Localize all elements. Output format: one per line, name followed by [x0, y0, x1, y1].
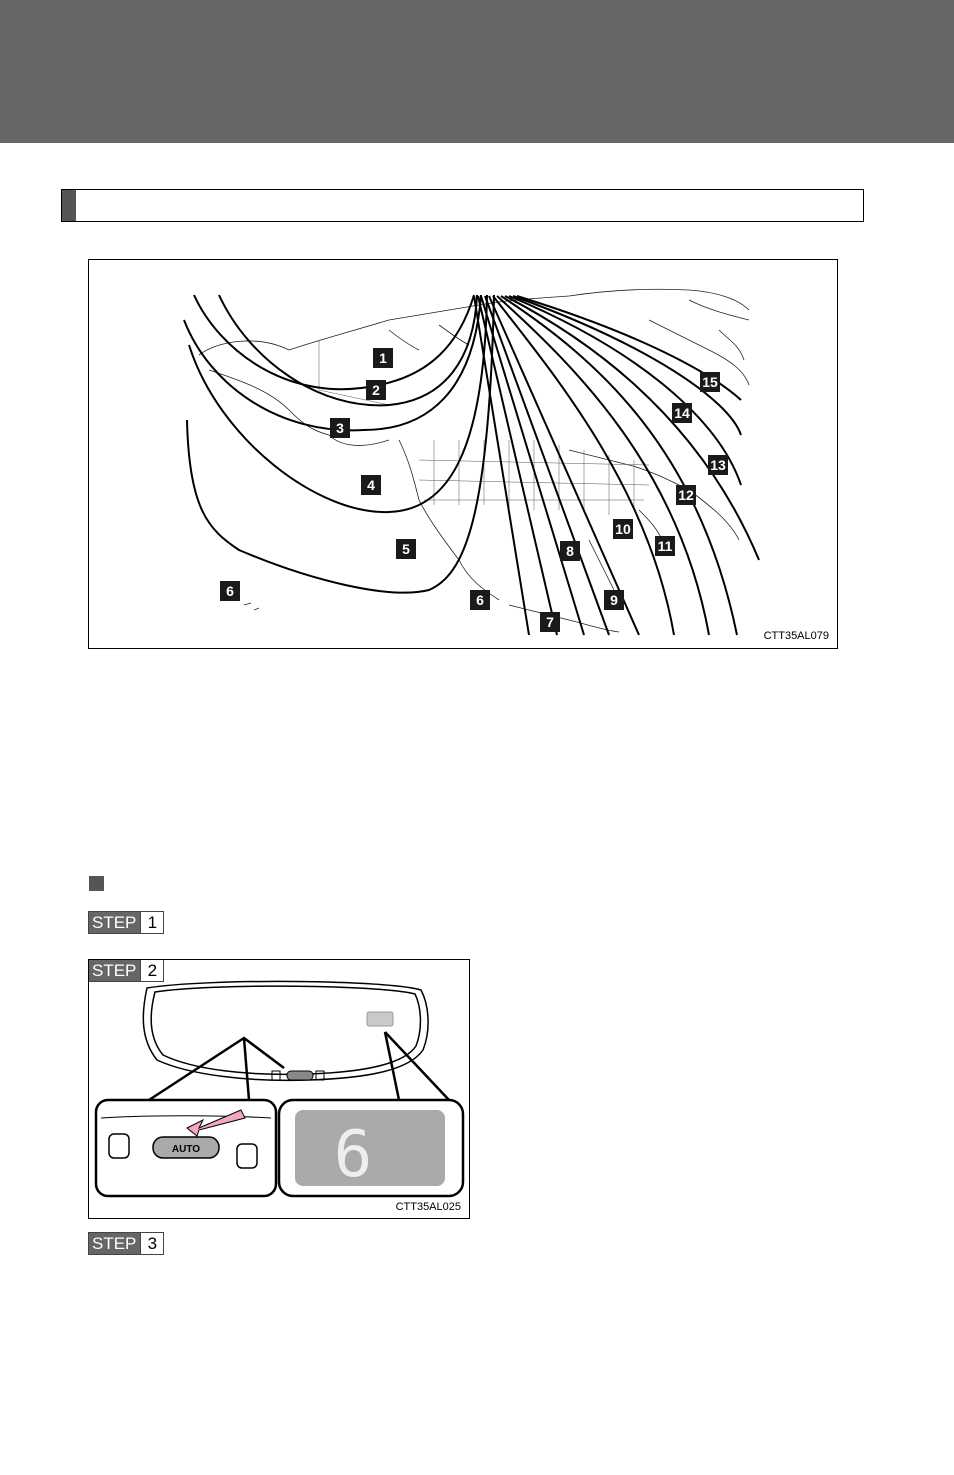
zone-label-2: 2	[366, 380, 386, 400]
zone-label-14: 14	[672, 403, 692, 423]
zone-display-screen	[295, 1110, 445, 1186]
state-borders	[318, 340, 650, 515]
auto-button-label: AUTO	[172, 1144, 200, 1155]
zone-display-digit: 6	[334, 1118, 373, 1192]
section-header-accent	[62, 190, 76, 221]
callout-lines	[148, 1031, 450, 1102]
step-3-badge: STEP 3	[88, 1232, 165, 1255]
subsection-bullet	[89, 876, 104, 891]
compass-zone-map: 1 2 3 4 5 6 6 7 8 9 10 11 12 13 14 15 CT…	[88, 259, 838, 649]
map-figure-code: CTT35AL079	[763, 630, 829, 642]
zone-label-6-west: 6	[220, 581, 240, 601]
step-1-badge: STEP 1	[88, 911, 165, 934]
zone-label-7: 7	[540, 612, 560, 632]
zone-label-15: 15	[700, 372, 720, 392]
zone-label-5: 5	[396, 539, 416, 559]
zone-label-4: 4	[361, 475, 381, 495]
step-number: 1	[140, 912, 164, 933]
zone-label-9: 9	[604, 590, 624, 610]
zone-label-6-south: 6	[470, 590, 490, 610]
auto-button	[152, 1136, 220, 1159]
zone-label-11: 11	[655, 536, 675, 556]
zone-label-1: 1	[373, 348, 393, 368]
step-word: STEP	[89, 1233, 141, 1254]
step-word: STEP	[89, 960, 141, 981]
press-arrow-icon	[186, 1109, 246, 1137]
step-word: STEP	[89, 912, 141, 933]
zone-label-8: 8	[560, 541, 580, 561]
mirror-graphic: AUTO 6	[94, 980, 465, 1198]
mirror-outline	[142, 980, 429, 1082]
mirror-display-window	[366, 1011, 394, 1027]
step-2-badge: STEP 2	[89, 960, 165, 982]
zone-label-3: 3	[330, 418, 350, 438]
zone-map-graphic	[183, 288, 760, 636]
zone-boundary-lines	[183, 294, 760, 636]
zone-label-10: 10	[613, 519, 633, 539]
zone-label-12: 12	[676, 485, 696, 505]
mirror-figure: AUTO 6 STEP 2 CTT35AL025	[88, 959, 470, 1219]
mirror-figure-code: CTT35AL025	[395, 1201, 461, 1213]
step-number: 3	[140, 1233, 164, 1254]
section-header	[61, 189, 864, 222]
page-header-bar	[0, 0, 954, 143]
mirror-bottom-buttons	[271, 1070, 325, 1081]
zone-label-13: 13	[708, 455, 728, 475]
step-number: 2	[140, 960, 164, 981]
